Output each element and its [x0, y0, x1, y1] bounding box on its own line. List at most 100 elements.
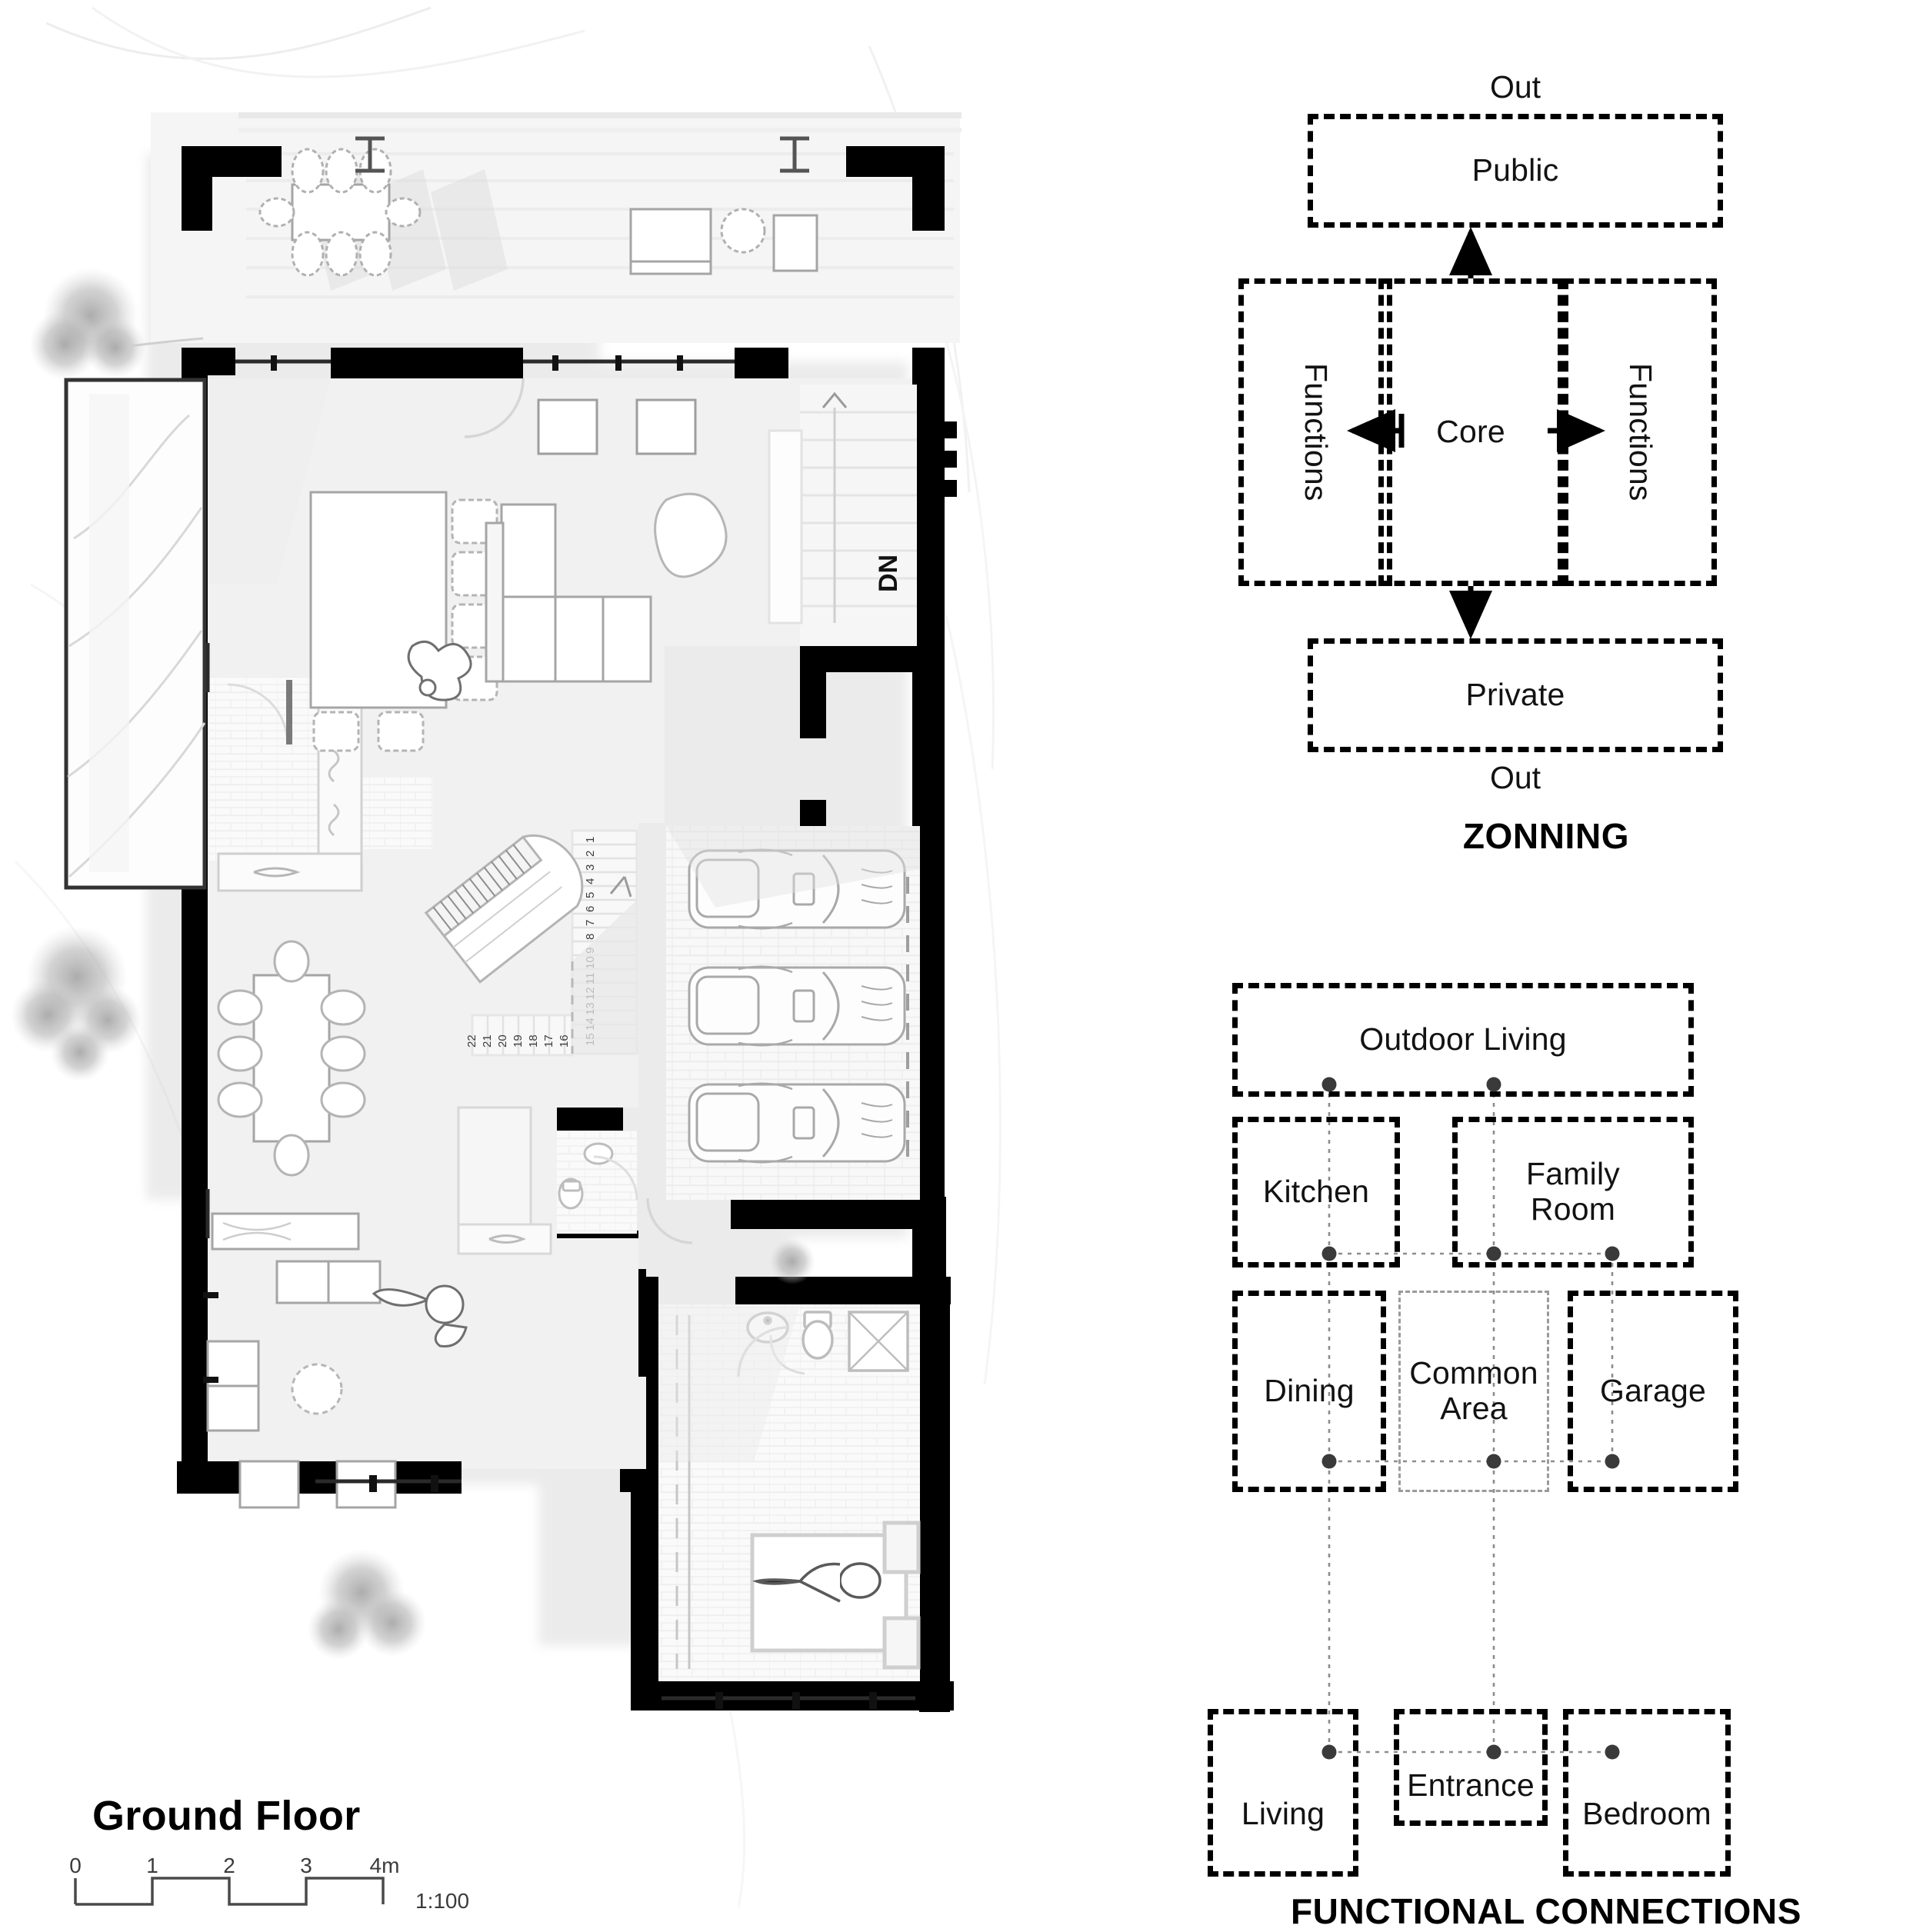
fc-box-dining[interactable]: Dining [1232, 1291, 1386, 1492]
fc-common-area-label: Common Area [1409, 1355, 1538, 1426]
tree-3 [308, 1549, 426, 1660]
fc-node-outdoor-family [1486, 1077, 1501, 1092]
zonning-box-functions-left[interactable]: Functions [1238, 278, 1392, 586]
zonning-public-label: Public [1471, 152, 1559, 188]
main-stair: 1 2 3 4 5 6 7 8 9 10 11 12 13 14 15 [465, 829, 638, 1057]
ground-floor-plan: DN 1 2 3 4 5 [11, 6, 995, 1913]
fc-node-dining [1321, 1454, 1337, 1469]
svg-text:19: 19 [512, 1034, 525, 1048]
armchair-a [238, 1460, 300, 1509]
fc-box-outdoor-living[interactable]: Outdoor Living [1232, 983, 1694, 1097]
fc-box-family-room[interactable]: Family Room [1452, 1117, 1694, 1267]
lower-dining-set [217, 940, 366, 1177]
fc-family-room-label: Family Room [1526, 1156, 1620, 1227]
fc-dining-label: Dining [1264, 1373, 1355, 1409]
kitchen-sink-run [217, 852, 363, 892]
sun-shading [208, 378, 920, 1461]
scale-ratio-label: 1:100 [415, 1889, 470, 1913]
indoor-plant-1 [407, 640, 472, 701]
door-swings [464, 378, 788, 1377]
powder-sink [583, 1142, 614, 1165]
floor-plan-drawing: DN 1 2 3 4 5 [11, 6, 995, 1712]
functional-connections-diagram: Outdoor Living Kitchen Family Room Dinin… [1200, 969, 1892, 1931]
fc-node-family-garage [1605, 1246, 1620, 1261]
fc-node-common [1486, 1454, 1501, 1469]
window-mullions [203, 355, 877, 1709]
zonning-out-top-label: Out [1489, 69, 1541, 105]
zonning-box-public[interactable]: Public [1308, 114, 1723, 228]
scale-tick-0: 0 [69, 1854, 82, 1877]
bed [750, 1521, 921, 1670]
zonning-core-label: Core [1436, 414, 1505, 450]
side-table [720, 208, 766, 254]
terrace-furniture [258, 136, 818, 277]
zonning-functions-right-label: Functions [1622, 363, 1658, 501]
garage [666, 826, 920, 1200]
round-coffee-table [291, 1363, 343, 1415]
bedroom-wing [658, 1304, 921, 1681]
fc-outdoor-living-label: Outdoor Living [1359, 1021, 1567, 1058]
zonning-private-label: Private [1465, 677, 1565, 713]
fc-node-kitchen [1321, 1246, 1337, 1261]
sectional-sofa [485, 503, 652, 683]
bed-figure [752, 1562, 882, 1603]
terrace-armchair [772, 214, 818, 272]
fc-box-garage[interactable]: Garage [1568, 1291, 1738, 1492]
wardrobe [675, 1315, 691, 1669]
stair-down: DN [768, 385, 917, 646]
tree-2 [11, 926, 142, 1081]
svg-text:5: 5 [584, 892, 597, 898]
page-title: Ground Floor [92, 1793, 361, 1839]
terrace-table [291, 183, 391, 242]
svg-text:1: 1 [584, 837, 597, 843]
terrace-sofa [629, 208, 712, 275]
fc-box-bedroom[interactable]: Bedroom [1563, 1709, 1731, 1877]
fc-living-label: Living [1241, 1796, 1325, 1832]
scale-tick-3: 3 [300, 1854, 312, 1877]
fc-node-entrance [1486, 1744, 1501, 1760]
fc-node-outdoor-kitchen [1321, 1077, 1337, 1092]
stair-direction-label: DN [874, 555, 903, 592]
scale-tick-1: 1 [146, 1854, 158, 1877]
svg-text:8: 8 [584, 934, 597, 940]
shrub-small [769, 1238, 815, 1284]
svg-text:22: 22 [465, 1034, 478, 1048]
fc-node-bedroom [1605, 1744, 1620, 1760]
utility-block [457, 1106, 552, 1255]
functional-connections-title: FUNCTIONAL CONNECTIONS [1290, 1891, 1801, 1931]
fc-bedroom-label: Bedroom [1582, 1796, 1711, 1832]
outdoor-living-terrace [151, 112, 962, 343]
fc-kitchen-label: Kitchen [1262, 1174, 1370, 1210]
zonning-box-functions-right[interactable]: Functions [1563, 278, 1717, 586]
side-patio [64, 378, 207, 890]
indoor-plant-2 [372, 1284, 468, 1347]
functional-connection-links [1328, 1084, 1614, 1754]
fc-garage-label: Garage [1600, 1373, 1706, 1409]
fc-node-garage [1605, 1454, 1620, 1469]
fc-box-living[interactable]: Living [1208, 1709, 1358, 1877]
zonning-box-core[interactable]: Core [1378, 278, 1563, 586]
svg-text:2: 2 [584, 851, 597, 857]
dining-table-2 [252, 974, 331, 1143]
powder-room [457, 1106, 638, 1255]
column-marker [780, 136, 809, 173]
zonning-functions-left-label: Functions [1298, 363, 1334, 501]
fc-box-kitchen[interactable]: Kitchen [1232, 1117, 1400, 1267]
armchair-pair-top [537, 398, 697, 455]
svg-text:16: 16 [558, 1034, 571, 1048]
zonning-box-private[interactable]: Private [1308, 638, 1723, 752]
fc-box-common-area[interactable]: Common Area [1398, 1291, 1549, 1492]
tree-1 [29, 268, 204, 380]
fc-box-entrance[interactable]: Entrance [1394, 1709, 1548, 1826]
grand-piano [424, 834, 584, 984]
svg-text:3: 3 [584, 864, 597, 871]
console-window-seat [211, 1212, 360, 1251]
fc-entrance-label: Entrance [1407, 1767, 1535, 1804]
column-marker [355, 136, 385, 173]
zonning-diagram: Out Public Functions Core Functions Priv… [1200, 69, 1892, 877]
svg-text:21: 21 [481, 1034, 494, 1048]
car-3 [688, 1082, 906, 1164]
svg-text:18: 18 [527, 1034, 540, 1048]
zonning-out-bottom-label: Out [1489, 760, 1541, 795]
